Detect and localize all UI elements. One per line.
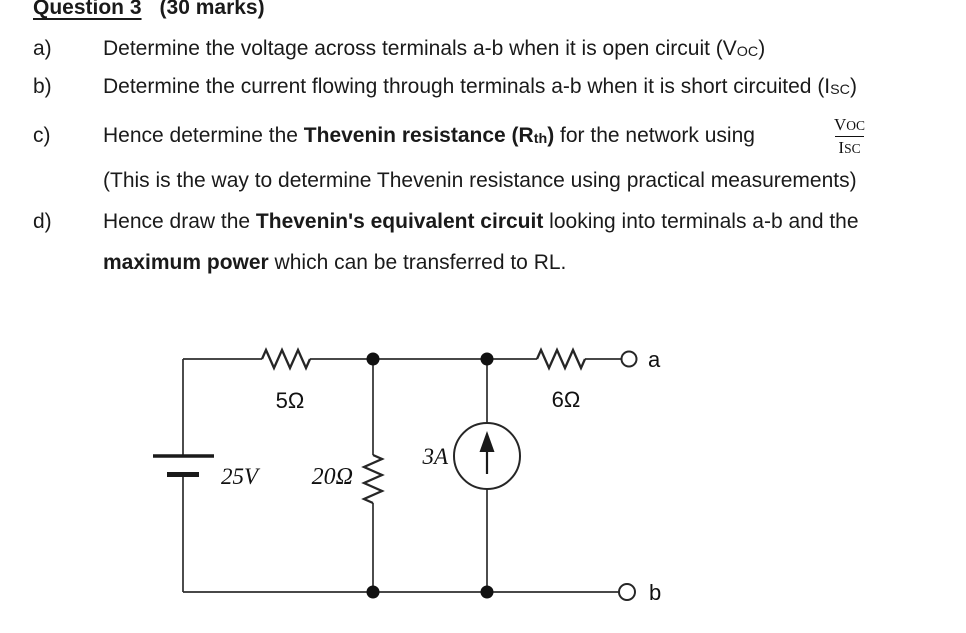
item-label-b: b) — [33, 75, 52, 98]
question-item-b: b) Determine the current flowing through … — [33, 74, 857, 102]
terminal-a-label: a — [648, 347, 661, 372]
question-item-a: a) Determine the voltage across terminals… — [33, 36, 765, 64]
voltage-source-symbol — [153, 454, 214, 477]
question-item-d-line2: maximum power which can be transferred t… — [103, 251, 567, 274]
resistor-5ohm-symbol — [260, 347, 312, 371]
current-source-label: 3A — [421, 444, 449, 469]
node-dot — [480, 585, 494, 599]
resistor-20ohm-symbol — [361, 453, 385, 505]
resistor-6ohm-symbol — [535, 347, 587, 371]
arrow-up-icon — [479, 431, 495, 452]
resistor-20ohm-label: 20Ω — [312, 464, 353, 490]
voltage-source-label: 25V — [221, 464, 261, 489]
question-marks: (30 marks) — [159, 0, 265, 19]
node-dot — [480, 352, 494, 366]
item-text-d: Hence draw the Thevenin's equivalent cir… — [103, 210, 859, 233]
question-number: Question 3 — [33, 0, 142, 19]
resistor-6ohm-label: 6Ω — [552, 387, 581, 412]
terminal-a-circle — [620, 350, 638, 368]
voc-isc-fraction: VOC ISC — [831, 116, 868, 158]
node-dot — [366, 585, 380, 599]
fraction-numerator: VOC — [834, 115, 866, 134]
current-source-symbol — [453, 422, 521, 490]
page-title: Question 3 (30 marks) — [33, 0, 265, 20]
item-text-c: Hence determine the Thevenin resistance … — [103, 124, 755, 147]
node-dot — [366, 352, 380, 366]
terminal-b-label: b — [649, 580, 661, 605]
question-c-note: (This is the way to determine Thevenin r… — [103, 169, 857, 192]
circuit-nodes — [366, 352, 494, 599]
question-item-d: d) Hence draw the Thevenin's equivalent c… — [33, 209, 859, 234]
fraction-denominator: ISC — [835, 135, 864, 158]
terminal-b-circle — [618, 583, 636, 601]
item-text-a: Determine the voltage across terminals a… — [103, 37, 766, 60]
item-text-b: Determine the current flowing through te… — [103, 75, 857, 98]
circuit-wires — [182, 358, 622, 593]
item-label-a: a) — [33, 37, 52, 60]
resistor-5ohm-label: 5Ω — [276, 388, 305, 413]
question-item-c: c) Hence determine the Thevenin resistanc… — [33, 123, 755, 151]
item-label-d: d) — [33, 210, 52, 233]
item-label-c: c) — [33, 124, 51, 147]
